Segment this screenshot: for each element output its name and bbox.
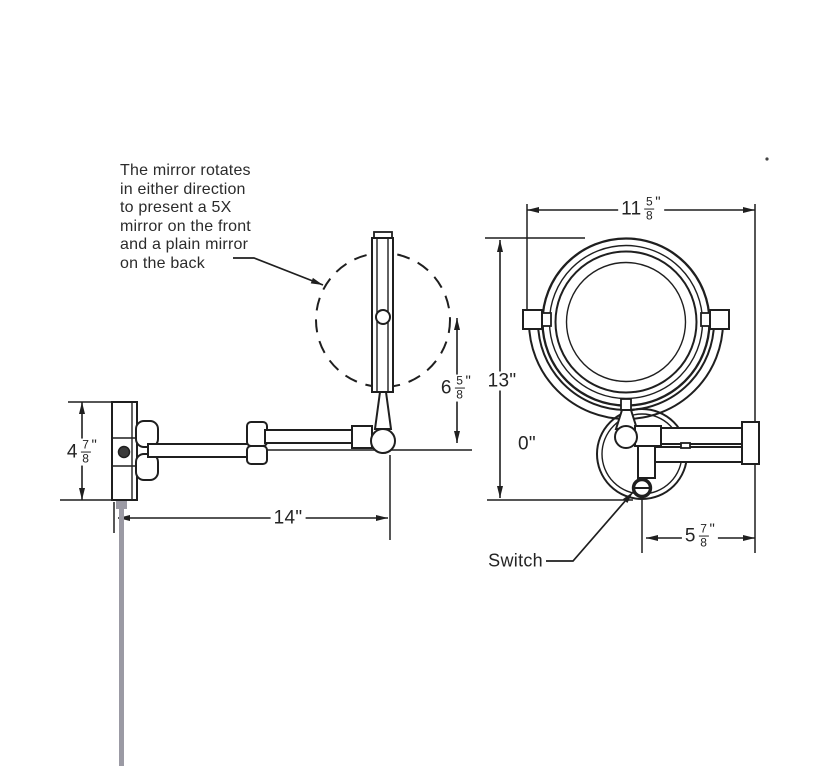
arm-link-tab	[680, 442, 691, 449]
switch-label: Switch	[486, 550, 545, 572]
dim-denominator: 8	[456, 387, 463, 402]
mirror-stem-side	[373, 391, 393, 430]
elbow-lower-side	[246, 445, 268, 465]
mirror-glass	[565, 261, 687, 383]
arm-segment-2	[264, 429, 354, 444]
dim-label-datum: 0"	[515, 434, 539, 454]
dim-numerator: 5	[454, 373, 465, 389]
dim-label-arm-reach: 14"	[270, 508, 306, 528]
annotation-line: The mirror rotates	[120, 162, 251, 179]
side-view	[111, 231, 451, 766]
folded-arm-lower	[654, 446, 745, 463]
pivot-nub-right	[700, 312, 711, 327]
ball-joint-front	[614, 425, 638, 449]
arm-segment-1	[147, 443, 251, 458]
dim-denominator: 8	[700, 535, 707, 550]
extension-lines	[60, 204, 756, 553]
pivot-knob-right	[709, 309, 730, 330]
dim-label-overall-height: 13"	[484, 371, 520, 391]
dim-numerator: 7	[698, 521, 709, 537]
dim-whole: 11	[621, 198, 642, 220]
switch-leader	[546, 491, 634, 562]
dim-denominator: 8	[646, 208, 653, 223]
dim-whole: 6	[440, 377, 452, 399]
mirror-ring-2	[548, 244, 704, 400]
front-view	[522, 237, 760, 500]
dim-whole: 5	[684, 525, 696, 547]
annotation-line: in either direction	[120, 180, 246, 198]
print-speck	[765, 157, 769, 161]
mirror-outer-rim	[541, 237, 711, 407]
pivot-nub-left	[541, 312, 552, 327]
pivot-knob-left	[522, 309, 543, 330]
dim-unit: "	[709, 520, 716, 538]
elbow-upper-front	[634, 425, 662, 447]
annotation-line: and a plain mirror	[120, 236, 249, 253]
mirror-pivot-side	[375, 309, 391, 325]
dim-denominator: 8	[82, 451, 89, 466]
arm-end-block-front	[741, 421, 760, 465]
dim-numerator: 7	[80, 437, 91, 453]
stem-nub-front	[620, 398, 632, 411]
rotation-annotation: The mirror rotates in either direction t…	[120, 162, 251, 273]
ball-joint-side	[370, 428, 396, 454]
dim-unit: "	[655, 193, 661, 211]
annotation-line: on the back	[120, 254, 205, 272]
elbow-body-front	[637, 445, 656, 479]
mirror-ring-3	[554, 250, 698, 394]
dim-numerator: 5	[644, 194, 655, 210]
dim-unit: "	[465, 372, 472, 390]
annotation-leader	[233, 257, 324, 286]
annotation-line: mirror on the front	[120, 217, 251, 235]
annotation-line: to present a 5X	[120, 199, 232, 216]
mounting-screw	[117, 445, 131, 459]
dim-unit: "	[91, 436, 98, 454]
arm-end-block-side	[351, 425, 373, 449]
folded-arm-upper	[657, 427, 745, 445]
dim-whole: 4	[66, 441, 78, 463]
